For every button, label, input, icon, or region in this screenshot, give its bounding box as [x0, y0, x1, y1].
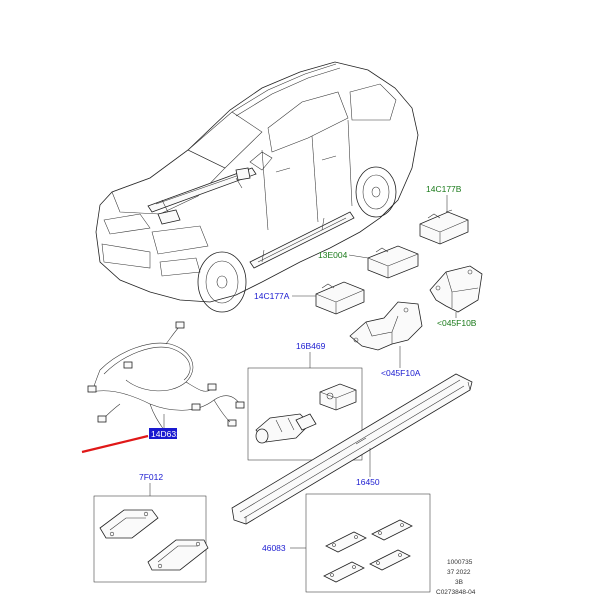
callout-pad-kit: 46083: [262, 543, 286, 553]
bracket-045f10a[interactable]: <045F10A: [349, 301, 423, 378]
reference-code: C0273848-04: [436, 589, 476, 596]
module-14c177a[interactable]: 14C177A: [254, 281, 365, 315]
module-13e004[interactable]: 13E004: [318, 245, 419, 279]
wiring-harness-14d631[interactable]: 14D631: [81, 321, 245, 454]
pointer-arrow: [81, 434, 149, 454]
callout-harness: 14D631: [151, 429, 181, 439]
callout-motor-kit: 16B469: [296, 341, 326, 351]
callout-module-upper: 14C177B: [426, 184, 462, 194]
callout-bracket-lower: <045F10A: [381, 368, 421, 378]
reference-number: 1000735: [447, 559, 473, 566]
motor-kit-16b469[interactable]: 16B469: [247, 341, 363, 461]
callout-cover-kit: 7F012: [139, 472, 163, 482]
vehicle-illustration: [95, 61, 419, 313]
reference-date: 37 2022: [447, 569, 471, 576]
reference-variant: 3B: [455, 579, 463, 586]
callout-bracket-upper: <045F10B: [437, 318, 477, 328]
pad-kit-46083[interactable]: 46083: [262, 493, 431, 593]
module-14c177b[interactable]: 14C177B: [419, 184, 469, 245]
step-board-16450[interactable]: 16450: [231, 373, 473, 525]
diagram-reference: 1000735 37 2022 3B C0273848-04: [436, 559, 476, 596]
callout-step-board: 16450: [356, 477, 380, 487]
bracket-045f10b[interactable]: <045F10B: [429, 265, 483, 328]
callout-harness-highlight: [149, 428, 177, 439]
callout-module-lower: 14C177A: [254, 291, 290, 301]
callout-module-mid: 13E004: [318, 250, 348, 260]
cover-kit-7f012[interactable]: 7F012: [93, 472, 209, 583]
